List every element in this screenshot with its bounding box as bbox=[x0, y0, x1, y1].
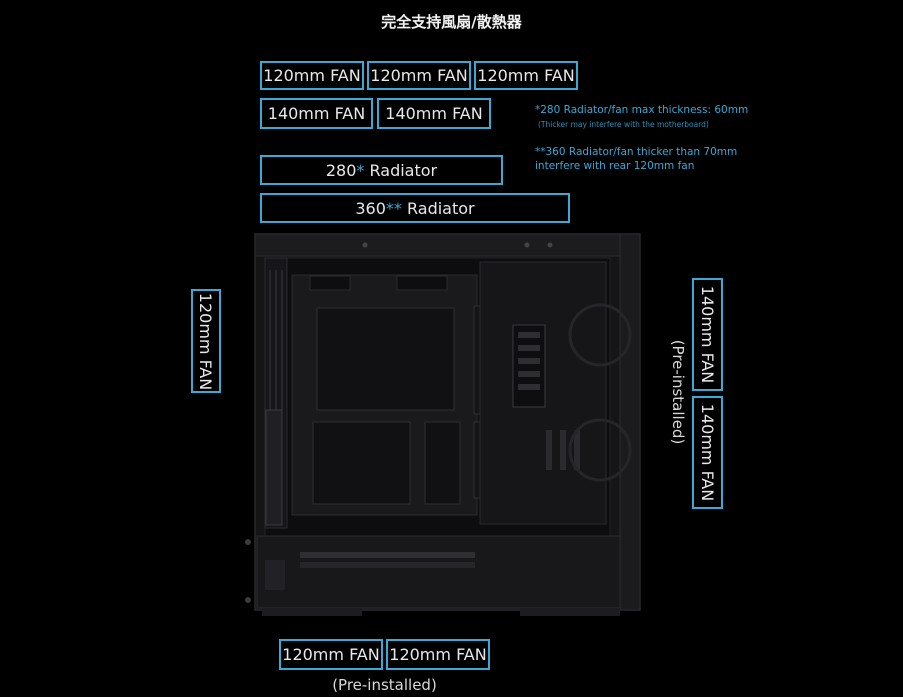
radiator-360-label: Radiator bbox=[401, 198, 475, 218]
note-360-line1: **360 Radiator/fan thicker than 70mm bbox=[535, 146, 738, 158]
radiator-360-value: 360 bbox=[355, 198, 386, 218]
top-140mm-fan-1: 140mm FAN bbox=[260, 98, 373, 129]
rear-120mm-fan-label: 120mm FAN bbox=[196, 292, 216, 390]
bottom-120mm-fan-2: 120mm FAN bbox=[386, 639, 490, 670]
bottom-preinstalled-label: (Pre-installed) bbox=[332, 676, 437, 694]
note-360-line2: interfere with rear 120mm fan bbox=[535, 160, 695, 172]
top-120mm-fan-1: 120mm FAN bbox=[260, 61, 364, 90]
front-140mm-fan-1-label: 140mm FAN bbox=[698, 285, 718, 384]
front-140mm-fan-2-label: 140mm FAN bbox=[698, 403, 718, 502]
top-140mm-fan-2: 140mm FAN bbox=[377, 98, 491, 129]
top-120mm-fan-3: 120mm FAN bbox=[474, 61, 578, 90]
top-120mm-fan-2: 120mm FAN bbox=[367, 61, 471, 90]
rear-120mm-fan: 120mm FAN bbox=[191, 289, 221, 393]
front-140mm-fan-2: 140mm FAN bbox=[692, 396, 723, 509]
bottom-120mm-fan-1: 120mm FAN bbox=[279, 639, 383, 670]
radiator-280: 280* Radiator bbox=[260, 155, 503, 185]
note-280-thickness: *280 Radiator/fan max thickness: 60mm bbox=[535, 104, 749, 116]
radiator-280-value: 280 bbox=[325, 160, 357, 180]
radiator-280-mark: * bbox=[356, 160, 365, 180]
radiator-360-mark: ** bbox=[385, 198, 402, 218]
page-title: 完全支持風扇/散熱器 bbox=[381, 13, 522, 31]
front-preinstalled-label: (Pre-installed) bbox=[669, 339, 687, 445]
radiator-280-label: Radiator bbox=[364, 160, 438, 180]
front-140mm-fan-1: 140mm FAN bbox=[692, 278, 723, 391]
radiator-360: 360** Radiator bbox=[260, 193, 570, 223]
note-280-sub: (Thicker may interfere with the motherbo… bbox=[538, 120, 709, 129]
